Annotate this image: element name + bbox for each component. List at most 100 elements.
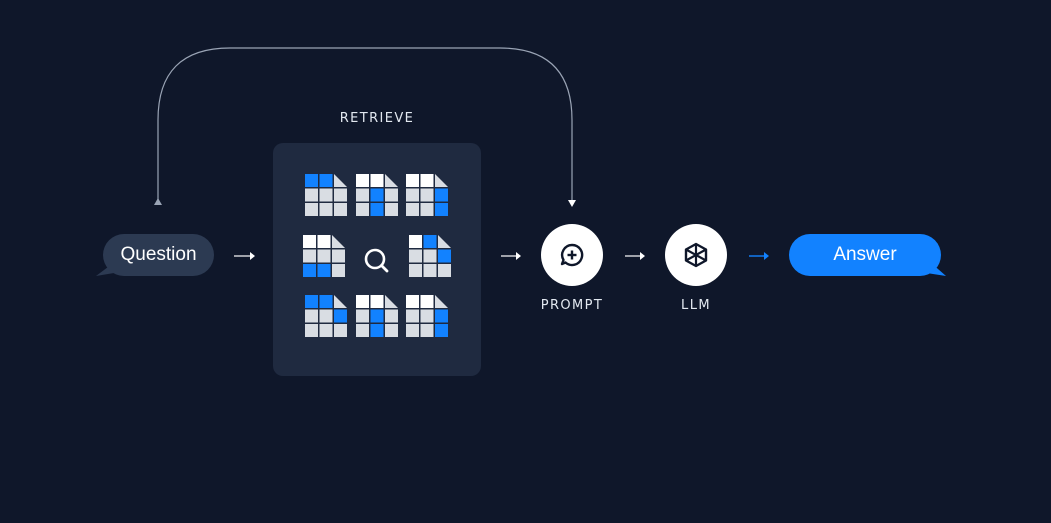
document-fold	[385, 295, 398, 308]
document-cell	[409, 235, 422, 248]
document-cell	[435, 324, 448, 337]
arrow-retrieve-prompt	[501, 252, 521, 260]
document-cell	[435, 188, 448, 202]
document-cell	[370, 203, 384, 216]
document-cell	[370, 295, 384, 308]
document-cell	[317, 235, 331, 248]
document-cell	[317, 249, 331, 263]
document-cell	[406, 295, 419, 308]
search-icon	[364, 248, 389, 273]
document-cell	[334, 324, 347, 337]
document-cell	[303, 235, 316, 248]
document-cell	[319, 174, 333, 187]
document-cell	[406, 174, 419, 187]
arrow-prompt-llm	[625, 252, 645, 260]
cube-icon	[684, 242, 708, 268]
document-cell	[406, 188, 419, 202]
document-cell	[409, 249, 422, 263]
document-fold	[435, 174, 448, 187]
document-fold	[332, 235, 345, 248]
document-cell	[420, 324, 434, 337]
arrow-llm-answer	[749, 252, 769, 260]
document-cell	[370, 174, 384, 187]
answer-bubble: Answer	[789, 234, 941, 276]
document-cell	[356, 174, 369, 187]
document-cell	[319, 188, 333, 202]
document-cell	[334, 309, 347, 323]
document-cell	[435, 203, 448, 216]
document-cell	[305, 295, 318, 308]
loop-start-arrowhead	[154, 198, 162, 205]
document-icon	[305, 295, 347, 337]
document-cell	[420, 295, 434, 308]
document-cell	[305, 309, 318, 323]
document-cell	[406, 324, 419, 337]
document-cell	[435, 309, 448, 323]
loop-end-arrowhead	[568, 200, 576, 207]
document-cell	[370, 188, 384, 202]
document-cell	[303, 249, 316, 263]
document-cell	[356, 203, 369, 216]
document-cell	[319, 203, 333, 216]
document-cell	[409, 264, 422, 277]
document-cell	[406, 203, 419, 216]
arrow-question-retrieve	[234, 252, 255, 260]
document-cell	[420, 203, 434, 216]
document-cell	[305, 188, 318, 202]
chat-plus-icon	[560, 243, 584, 267]
document-icon	[356, 174, 398, 216]
document-cell	[423, 249, 437, 263]
document-icon	[406, 174, 448, 216]
document-cell	[385, 203, 398, 216]
document-cell	[317, 264, 331, 277]
document-icon	[305, 174, 347, 216]
document-cell	[332, 264, 345, 277]
loop-connector	[157, 47, 573, 205]
document-fold	[435, 295, 448, 308]
retrieve-label: RETRIEVE	[339, 111, 415, 126]
documents-grid	[303, 174, 451, 337]
document-cell	[303, 264, 316, 277]
answer-text: Answer	[833, 244, 897, 265]
document-cell	[319, 324, 333, 337]
document-icon	[356, 295, 398, 337]
prompt-label: PROMPT	[540, 298, 604, 313]
document-cell	[334, 203, 347, 216]
document-fold	[385, 174, 398, 187]
document-cell	[385, 324, 398, 337]
document-cell	[420, 188, 434, 202]
document-cell	[385, 188, 398, 202]
document-cell	[319, 295, 333, 308]
document-cell	[356, 295, 369, 308]
document-cell	[305, 324, 318, 337]
llm-node	[665, 224, 727, 286]
document-cell	[332, 249, 345, 263]
document-cell	[420, 309, 434, 323]
document-cell	[305, 203, 318, 216]
document-cell	[423, 264, 437, 277]
document-fold	[334, 295, 347, 308]
document-cell	[305, 174, 318, 187]
question-bubble: Question	[103, 234, 214, 276]
retrieve-panel	[273, 143, 481, 376]
document-cell	[370, 324, 384, 337]
document-cell	[319, 309, 333, 323]
document-cell	[356, 188, 369, 202]
document-fold	[438, 235, 451, 248]
document-cell	[406, 309, 419, 323]
document-icon	[406, 295, 448, 337]
document-cell	[438, 249, 451, 263]
question-text: Question	[120, 244, 197, 265]
llm-label: LLM	[681, 298, 711, 313]
document-icon	[303, 235, 345, 277]
document-cell	[356, 324, 369, 337]
document-cell	[370, 309, 384, 323]
document-cell	[438, 264, 451, 277]
document-cell	[385, 309, 398, 323]
document-cell	[334, 188, 347, 202]
document-fold	[334, 174, 347, 187]
document-icon	[409, 235, 451, 277]
prompt-node	[541, 224, 603, 286]
document-cell	[356, 309, 369, 323]
